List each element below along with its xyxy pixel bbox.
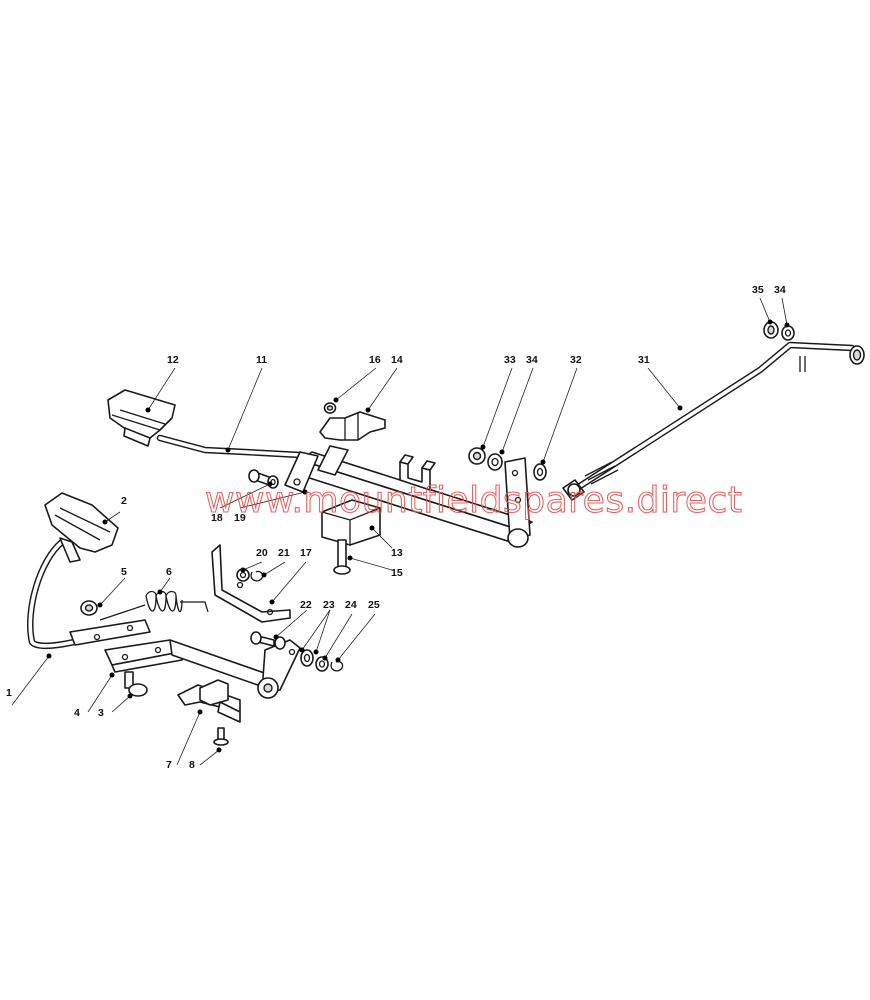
part-8-screw bbox=[213, 727, 229, 746]
callout-35: 35 bbox=[752, 284, 764, 296]
part-6-spring bbox=[99, 590, 209, 621]
part-17-bracket bbox=[211, 544, 291, 623]
callout-4: 4 bbox=[74, 707, 80, 719]
callout-15: 15 bbox=[391, 567, 403, 579]
callout-labels: 1 2 3 4 5 6 7 8 11 12 13 14 15 16 17 18 … bbox=[6, 284, 786, 771]
part-34-washer-lower bbox=[487, 453, 503, 471]
callout-11: 11 bbox=[256, 354, 267, 366]
callout-20: 20 bbox=[256, 547, 268, 559]
callout-17: 17 bbox=[300, 547, 312, 559]
part-15-bolt bbox=[333, 539, 351, 575]
leader-lines bbox=[11, 297, 790, 766]
watermark-text: www.mountfieldspares.direct bbox=[205, 480, 742, 521]
callout-13: 13 bbox=[391, 547, 403, 559]
callout-25: 25 bbox=[368, 599, 380, 611]
part-35-nut bbox=[763, 321, 779, 339]
part-32-ball-joint bbox=[562, 479, 585, 501]
part-34-washer-upper bbox=[781, 325, 795, 341]
callout-12: 12 bbox=[167, 354, 179, 366]
callout-1: 1 bbox=[6, 687, 12, 699]
callout-7: 7 bbox=[166, 759, 172, 771]
callout-34-lower: 34 bbox=[526, 354, 538, 366]
part-7-mount bbox=[177, 679, 241, 723]
part-23-washer bbox=[300, 649, 314, 667]
callout-14: 14 bbox=[391, 354, 403, 366]
callout-5: 5 bbox=[121, 566, 127, 578]
part-22-washer bbox=[274, 636, 286, 650]
part-35-end-cap bbox=[849, 345, 865, 365]
part-16-nut bbox=[323, 402, 337, 414]
part-20-washer bbox=[236, 568, 250, 582]
part-5-bushing bbox=[80, 600, 98, 616]
part-3-bolt bbox=[124, 671, 148, 697]
callout-6: 6 bbox=[166, 566, 172, 578]
callout-2: 2 bbox=[121, 495, 127, 507]
callout-24: 24 bbox=[345, 599, 357, 611]
part-21-clip bbox=[250, 570, 264, 582]
part-2-pedal-pad bbox=[44, 492, 119, 563]
callout-21: 21 bbox=[278, 547, 290, 559]
callout-16: 16 bbox=[369, 354, 381, 366]
callout-34-upper: 34 bbox=[774, 284, 786, 296]
callout-22: 22 bbox=[300, 599, 312, 611]
part-1-pedal-arm bbox=[27, 538, 151, 650]
part-11-lever-shaft bbox=[156, 434, 533, 548]
callout-32: 32 bbox=[570, 354, 582, 366]
callout-8: 8 bbox=[189, 759, 195, 771]
part-25-clip bbox=[330, 660, 344, 672]
callout-19: 19 bbox=[234, 512, 246, 524]
callout-31: 31 bbox=[638, 354, 650, 366]
part-33-nut bbox=[468, 447, 486, 465]
callout-23: 23 bbox=[323, 599, 335, 611]
part-14-clamp bbox=[319, 411, 386, 441]
part-22-bolt bbox=[250, 631, 275, 647]
part-12-pedal-pad bbox=[107, 389, 176, 447]
part-32-washer bbox=[533, 463, 547, 481]
callout-3: 3 bbox=[98, 707, 104, 719]
callout-33: 33 bbox=[504, 354, 516, 366]
callout-18: 18 bbox=[211, 512, 223, 524]
part-13-block bbox=[321, 499, 381, 546]
part-4-cross-shaft bbox=[104, 639, 301, 699]
part-31-rod bbox=[576, 341, 856, 490]
